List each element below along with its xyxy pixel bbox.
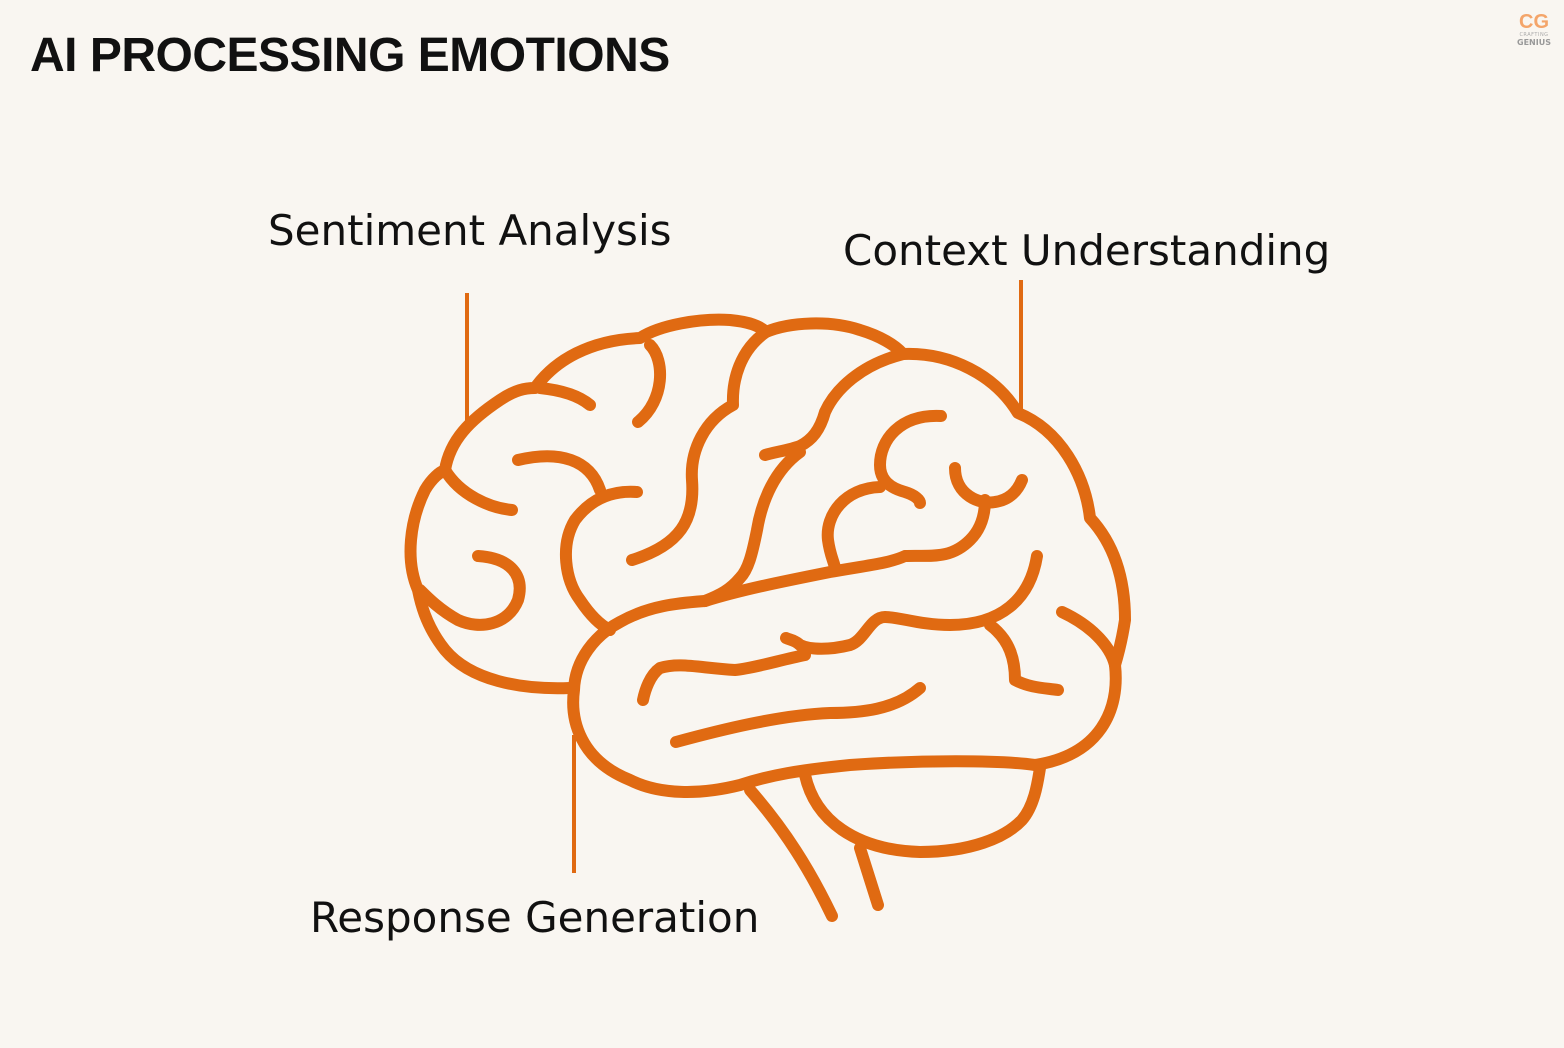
- sentiment-analysis-label: Sentiment Analysis: [268, 206, 672, 255]
- logo-mark: CG: [1519, 11, 1549, 33]
- logo-text-line2: GENIUS: [1517, 38, 1551, 47]
- crafting-genius-logo: CG CRAFTING GENIUS: [1512, 12, 1556, 47]
- context-understanding-label: Context Understanding: [843, 226, 1331, 275]
- page-title: AI PROCESSING EMOTIONS: [30, 29, 670, 82]
- logo-text-line1: CRAFTING: [1519, 32, 1549, 38]
- brain-outline: [404, 313, 1131, 922]
- response-generation-label: Response Generation: [310, 893, 760, 942]
